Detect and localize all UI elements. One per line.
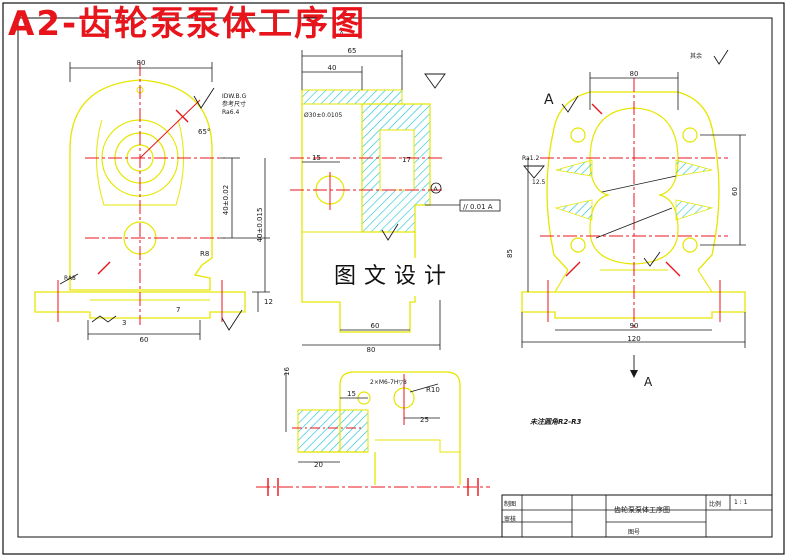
title-cell-draw: 制图 [504, 501, 517, 508]
angled-centerline [139, 99, 201, 159]
section-outline [301, 90, 416, 333]
dim-section-upper-w: 40 [328, 64, 337, 72]
dim-detail-d4: 20 [314, 461, 323, 469]
side-hatch-right-lower [675, 199, 714, 221]
dim-side-right-h: 60 [731, 187, 739, 196]
dim-front-width-top: 80 [137, 59, 146, 67]
front-view: 80 60 40±0.02 40±0.015 12 7 3 65° R8 IDW… [34, 59, 273, 344]
dim-detail-d2: 15 [347, 390, 356, 398]
dim-section-gap: 17 [402, 156, 411, 164]
title-sheet: 图号 [628, 529, 641, 536]
section-top-hatch [301, 89, 403, 105]
tolerance-frame [459, 199, 501, 212]
front-view-base [34, 291, 246, 319]
side-view-label-top: A [544, 92, 554, 108]
front-view-outline [69, 79, 213, 291]
section-label: A-A [332, 30, 344, 38]
dim-side-bottom-w: 120 [627, 335, 640, 343]
side-roughness: Ra1.2 [522, 155, 539, 162]
side-misc-note: 其余 [690, 52, 702, 60]
dim-front-width-bottom: 60 [140, 336, 149, 344]
title-block [501, 494, 773, 538]
side-view: A A [506, 49, 746, 389]
dim-front-radius: R8 [200, 250, 209, 258]
title-scale-label: 比例 [709, 501, 722, 508]
side-hatch-right-upper [675, 159, 713, 177]
dim-section-bottom-w: 80 [367, 346, 376, 354]
side-view-label-bottom: A [644, 375, 653, 389]
bolt-hole-tl [570, 127, 586, 143]
side-roughness-2: 12.5 [532, 179, 546, 186]
detail-thread-spec: 2×M6-7H▽8 [370, 379, 407, 386]
title-cell-review: 审核 [504, 516, 517, 523]
front-note-1: IDW.B.G [222, 93, 247, 100]
side-view-cavity [589, 107, 679, 265]
dim-detail-d3: 25 [420, 416, 429, 424]
datum-letter: A [434, 186, 439, 193]
dim-side-height: 85 [506, 249, 514, 258]
dim-section-total-w: 65 [348, 47, 357, 55]
dim-side-top-w: 80 [630, 70, 639, 78]
dim-section-side: 15 [312, 154, 321, 162]
dim-front-depth: 3 [122, 319, 126, 327]
dim-front-height-a: 40±0.02 [222, 185, 230, 215]
corner-mark [97, 261, 111, 275]
view-arrow-head [630, 370, 638, 378]
tolerance-text: // 0.01 A [463, 203, 493, 211]
dim-section-mid-w: 60 [371, 322, 380, 330]
dim-front-base-d: 7 [176, 306, 180, 314]
front-note-2: 参考尺寸 [222, 100, 246, 108]
title-drawing-name: 齿轮泵泵体工序图 [614, 506, 670, 514]
bolt-hole-tr [682, 127, 698, 143]
detail-thread [375, 439, 460, 453]
angled-mark [175, 109, 189, 123]
dim-detail-d1: 16 [283, 367, 291, 376]
dim-front-height-b: 40±0.015 [256, 208, 264, 243]
detail-left-hatch [297, 409, 369, 453]
tech-requirement: 未注圆角R2-R3 [530, 417, 582, 426]
section-view: A-A 65 40 Ø30±0.0105 80 60 15 1 [290, 30, 501, 354]
watermark: 图文设计 [319, 258, 469, 296]
detail-outline [298, 371, 461, 485]
dim-detail-radius: R10 [426, 386, 440, 394]
dim-side-mid-w: 90 [630, 322, 639, 330]
dim-section-bore: Ø30±0.0105 [304, 112, 343, 119]
side-view-outline [546, 91, 720, 271]
bolt-hole-br [682, 237, 698, 253]
side-view-base [521, 291, 746, 319]
dim-front-angle: 65° [198, 128, 210, 136]
detail-view: 16 15 25 20 R10 2×M6-7H▽8 [256, 367, 490, 496]
bolt-hole-bl [570, 237, 586, 253]
datum-marker [430, 182, 442, 194]
title-scale-value: 1 : 1 [734, 499, 748, 506]
dim-front-base-h: 12 [264, 298, 273, 306]
side-hatch-left-lower [554, 199, 593, 221]
page-heading: A2-齿轮泵泵体工序图 [8, 4, 367, 44]
front-note-4: RA8 [64, 275, 76, 282]
side-hatch-left-upper [555, 159, 593, 177]
section-bore-void [379, 129, 415, 191]
front-note-3: Ra6.4 [222, 109, 239, 116]
inner-frame [17, 17, 773, 538]
